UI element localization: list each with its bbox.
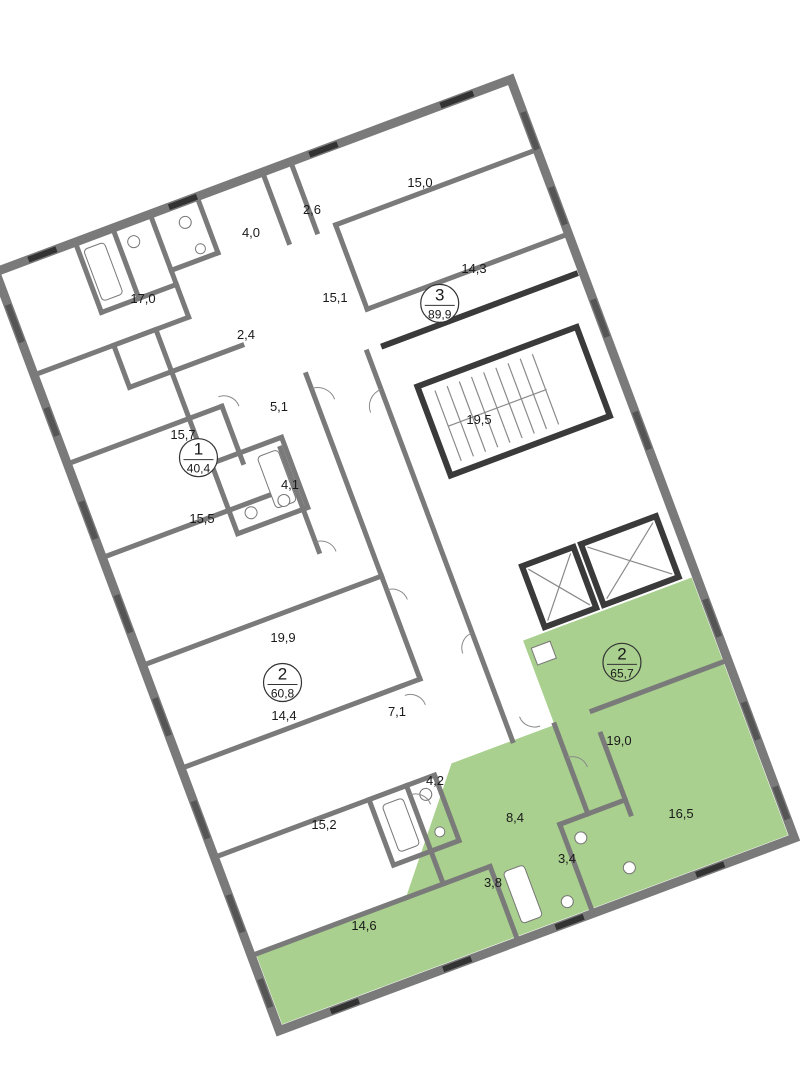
sanitary-fixtures <box>84 215 636 924</box>
apartment-number: 2 <box>278 664 287 683</box>
room-area: 3,8 <box>484 875 502 890</box>
apartment-total-area: 40,4 <box>187 462 211 476</box>
windows <box>5 90 791 1015</box>
room-area: 15,2 <box>311 817 336 832</box>
apartment-number: 1 <box>194 440 203 459</box>
room-area: 8,4 <box>506 810 524 825</box>
door-swings <box>218 387 588 805</box>
building: 1 40,4 2 60,8 3 89,9 2 65,7 <box>0 73 800 1037</box>
room-area-labels: 17,0 4,0 2,6 15,0 15,1 14,3 2,4 5,1 15,7… <box>130 175 693 933</box>
room-area: 4,1 <box>281 477 299 492</box>
room-area: 19,0 <box>606 733 631 748</box>
room-area: 15,1 <box>322 290 347 305</box>
elevator-shaft-2 <box>577 512 683 609</box>
room-area: 7,1 <box>388 704 406 719</box>
room-area: 15,5 <box>189 511 214 526</box>
apartment-number: 2 <box>617 644 626 663</box>
room-area: 2,6 <box>303 202 321 217</box>
apartment-total-area: 60,8 <box>271 686 295 700</box>
building-outline <box>0 73 800 1037</box>
staircase <box>413 323 614 480</box>
room-area: 4,2 <box>426 773 444 788</box>
room-area: 14,6 <box>351 918 376 933</box>
room-area: 14,3 <box>461 261 486 276</box>
stair-treads <box>434 353 560 462</box>
room-area: 16,5 <box>668 806 693 821</box>
apartment-marker: 1 40,4 <box>178 438 219 478</box>
room-area: 19,9 <box>270 630 295 645</box>
apartment-marker: 3 89,9 <box>420 283 460 324</box>
apartment-number: 3 <box>435 285 444 304</box>
apartment-marker: 2 60,8 <box>262 662 303 703</box>
apartment-total-area: 65,7 <box>610 666 634 680</box>
room-area: 3,4 <box>558 851 576 866</box>
room-area: 2,4 <box>237 327 255 342</box>
room-area: 15,0 <box>407 175 432 190</box>
room-area: 4,0 <box>242 225 260 240</box>
apartment-total-area: 89,9 <box>428 307 452 321</box>
elevator-shaft-1 <box>518 543 601 631</box>
apartment-marker-highlighted: 2 65,7 <box>602 642 642 682</box>
room-area: 19,5 <box>466 412 491 427</box>
room-area: 5,1 <box>270 399 288 414</box>
room-area: 15,7 <box>170 427 195 442</box>
room-area: 17,0 <box>130 291 155 306</box>
room-area: 14,4 <box>271 708 296 723</box>
